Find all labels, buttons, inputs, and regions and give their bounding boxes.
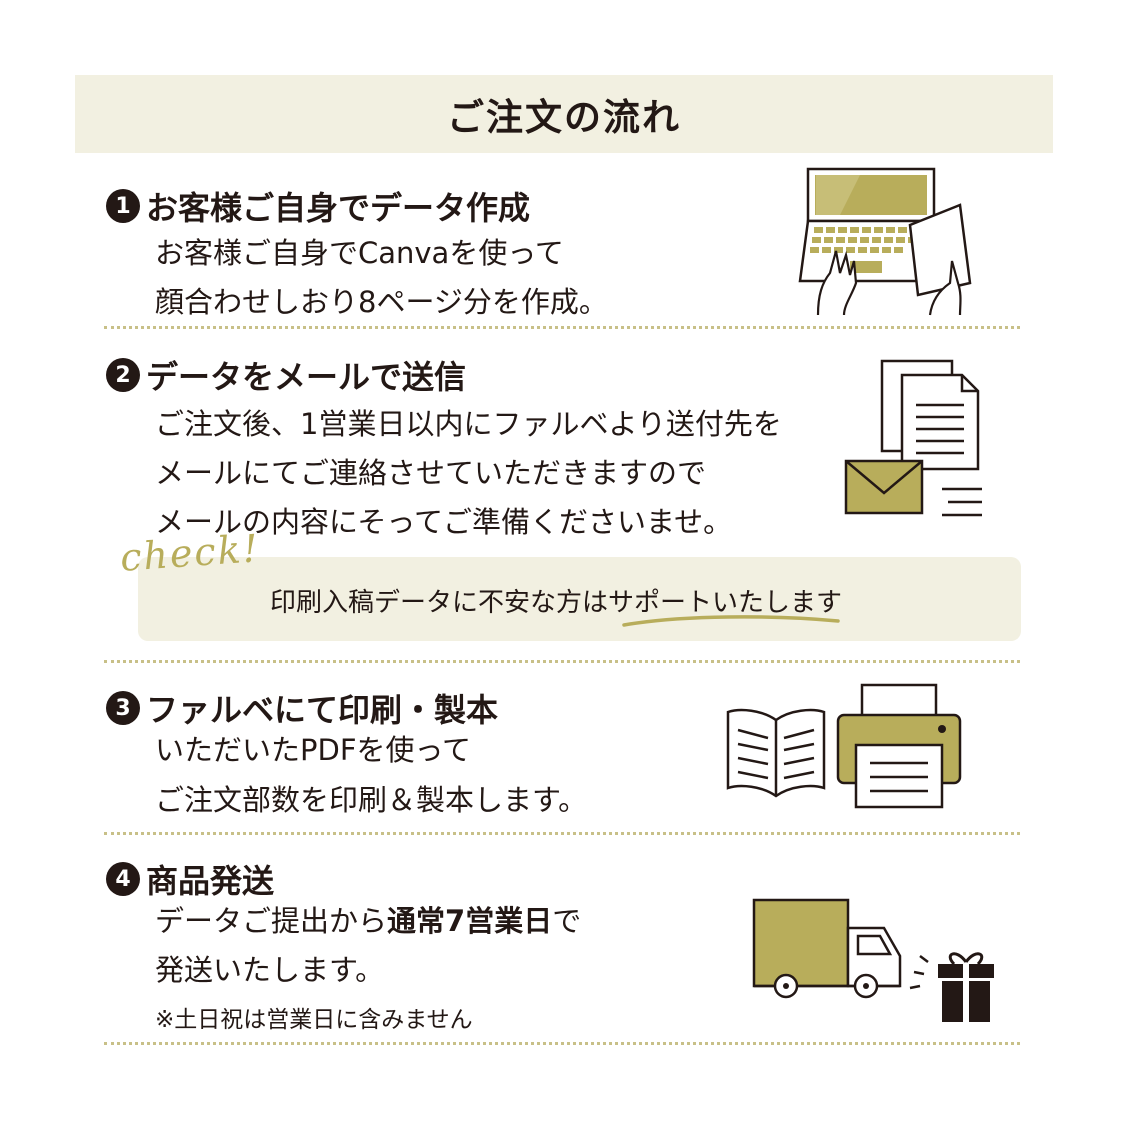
step-4-line-1: データご提出から通常7営業日で xyxy=(155,901,581,941)
step-4-line-1-pre: データご提出から xyxy=(155,904,388,938)
underline-swoosh xyxy=(622,615,840,627)
step-3-title-text: ファルベにて印刷・製本 xyxy=(146,691,499,729)
step-4-line-1-post: で xyxy=(552,904,582,938)
step-3-line-2: ご注文部数を印刷＆製本します。 xyxy=(155,783,588,817)
check-support-panel xyxy=(138,557,1021,641)
step-1-title: 1 お客様ご自身でデータ作成 xyxy=(106,183,530,229)
documents-envelope-icon xyxy=(844,359,982,517)
check-support-text: 印刷入稿データに不安な方はサポートいたします xyxy=(270,588,843,618)
divider-2 xyxy=(104,660,1020,663)
gift-box-icon xyxy=(909,952,994,1022)
step-2-title-text: データをメールで送信 xyxy=(146,358,467,396)
step-2-line-2: メールにてご連絡させていただきますので xyxy=(155,456,707,490)
open-book-icon xyxy=(726,708,826,798)
step-4-number: 4 xyxy=(106,862,140,896)
step-2-title: 2 データをメールで送信 xyxy=(106,352,466,398)
printer-icon xyxy=(836,683,962,809)
step-4-line-2: 発送いたします。 xyxy=(155,953,385,987)
divider-4 xyxy=(104,1042,1020,1045)
step-1-line-2: 顔合わせしおり8ページ分を作成。 xyxy=(155,285,608,319)
laptop-hands-icon xyxy=(798,167,972,316)
step-1-line-1: お客様ご自身でCanvaを使って xyxy=(155,236,564,270)
step-4-title-text: 商品発送 xyxy=(146,862,275,900)
step-2-line-1: ご注文後、1営業日以内にファルベより送付先を xyxy=(155,407,782,441)
divider-1 xyxy=(104,326,1020,329)
delivery-truck-icon xyxy=(752,898,902,999)
step-2-line-3: メールの内容にそってご準備くださいませ。 xyxy=(155,505,733,539)
step-1-number: 1 xyxy=(106,189,140,223)
step-3-line-1: いただいたPDFを使って xyxy=(155,733,472,767)
step-4-note: ※土日祝は営業日に含みません xyxy=(155,1007,473,1033)
step-4-line-1-bold: 通常7営業日 xyxy=(387,904,553,938)
step-2-number: 2 xyxy=(106,358,140,392)
page-title: ご注文の流れ xyxy=(447,96,681,139)
step-3-number: 3 xyxy=(106,691,140,725)
step-4-title: 4 商品発送 xyxy=(106,856,274,902)
page-header: ご注文の流れ xyxy=(75,75,1053,153)
step-3-title: 3 ファルベにて印刷・製本 xyxy=(106,685,498,731)
divider-3 xyxy=(104,832,1020,835)
step-1-title-text: お客様ご自身でデータ作成 xyxy=(146,189,531,227)
